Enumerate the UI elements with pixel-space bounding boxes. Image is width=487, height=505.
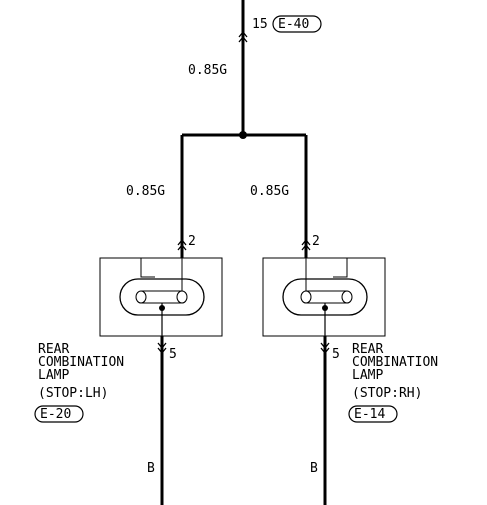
top-connector-pin: 15 bbox=[252, 17, 268, 32]
right-input-chevron-icon bbox=[301, 238, 311, 251]
lamp-lh-name-line-1: REAR bbox=[38, 342, 69, 357]
lamp-rh-label: REAR COMBINATION LAMP (STOP:RH) E-14 bbox=[348, 342, 438, 423]
lamp-lh-name-line-3: LAMP bbox=[38, 368, 69, 383]
lamp-rh-terminal-left bbox=[300, 290, 312, 304]
trunk-gauge-label: 0.85G bbox=[188, 63, 227, 78]
lamp-rh-output-chevron-icon bbox=[320, 342, 330, 355]
left-input-chevron-icon bbox=[177, 238, 187, 251]
lamp-lh-output-pin: 5 bbox=[169, 347, 177, 362]
lamp-lh-center-dot bbox=[159, 305, 165, 311]
lamp-rh-name-line-3: LAMP bbox=[352, 368, 383, 383]
left-branch-gauge-label: 0.85G bbox=[126, 184, 165, 199]
lamp-lh-name-line-2: COMBINATION bbox=[38, 355, 124, 370]
top-connector-badge bbox=[272, 15, 322, 33]
lamp-rh-name-line-4: (STOP:RH) bbox=[352, 386, 422, 401]
lamp-lh-symbol bbox=[99, 257, 223, 337]
lamp-lh-label: REAR COMBINATION LAMP (STOP:LH) E-20 bbox=[34, 342, 124, 423]
lamp-rh-name-line-2: COMBINATION bbox=[352, 355, 438, 370]
lamp-rh-connector-id: E-14 bbox=[354, 407, 385, 422]
lamp-rh-output-pin: 5 bbox=[332, 347, 340, 362]
left-ground-color-label: B bbox=[147, 461, 155, 476]
lamp-lh-name-line-4: (STOP:LH) bbox=[38, 386, 108, 401]
lamp-rh-filament-lead-right bbox=[333, 258, 348, 278]
lamp-lh-filament-lead-left bbox=[140, 258, 155, 278]
lamp-lh-terminal-right bbox=[176, 290, 188, 304]
lamp-rh-symbol bbox=[262, 257, 386, 337]
top-connector-id: E-40 bbox=[278, 17, 309, 32]
right-branch-gauge-label: 0.85G bbox=[250, 184, 289, 199]
lamp-rh-name-line-1: REAR bbox=[352, 342, 383, 357]
lamp-lh-connector-id: E-20 bbox=[40, 407, 71, 422]
top-connector-chevron-icon bbox=[238, 30, 248, 43]
lamp-lh-connector-badge bbox=[34, 405, 84, 423]
lamp-rh-connector-badge bbox=[348, 405, 398, 423]
splice-point bbox=[239, 131, 247, 139]
lamp-lh-terminal-left bbox=[135, 290, 147, 304]
right-ground-color-label: B bbox=[310, 461, 318, 476]
lamp-lh-input-pin: 2 bbox=[188, 234, 196, 249]
lamp-rh-terminal-right bbox=[341, 290, 353, 304]
lamp-rh-center-dot bbox=[322, 305, 328, 311]
lamp-rh-input-pin: 2 bbox=[312, 234, 320, 249]
lamp-lh-output-chevron-icon bbox=[157, 342, 167, 355]
